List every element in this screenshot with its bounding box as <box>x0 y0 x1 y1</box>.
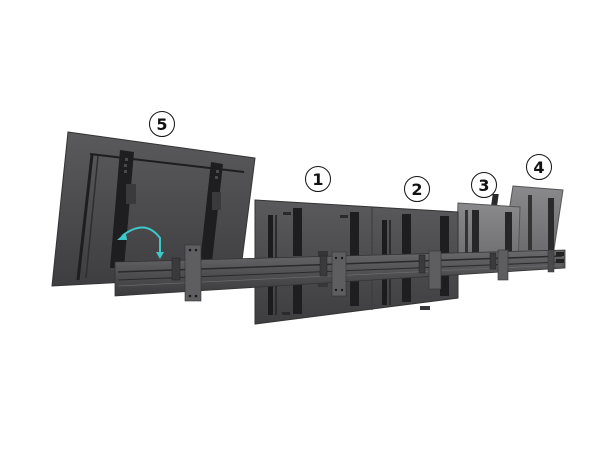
position-label-2: 2 <box>404 176 430 202</box>
position-label-4: 4 <box>526 154 552 180</box>
position-label-1: 1 <box>305 166 331 192</box>
display-5 <box>51 131 256 287</box>
rail-joint-plates <box>184 244 509 302</box>
rail-connectors <box>171 252 497 281</box>
tilt-arrow-icon <box>121 226 161 254</box>
position-label-3: 3 <box>471 172 497 198</box>
position-label-5: 5 <box>149 111 175 137</box>
